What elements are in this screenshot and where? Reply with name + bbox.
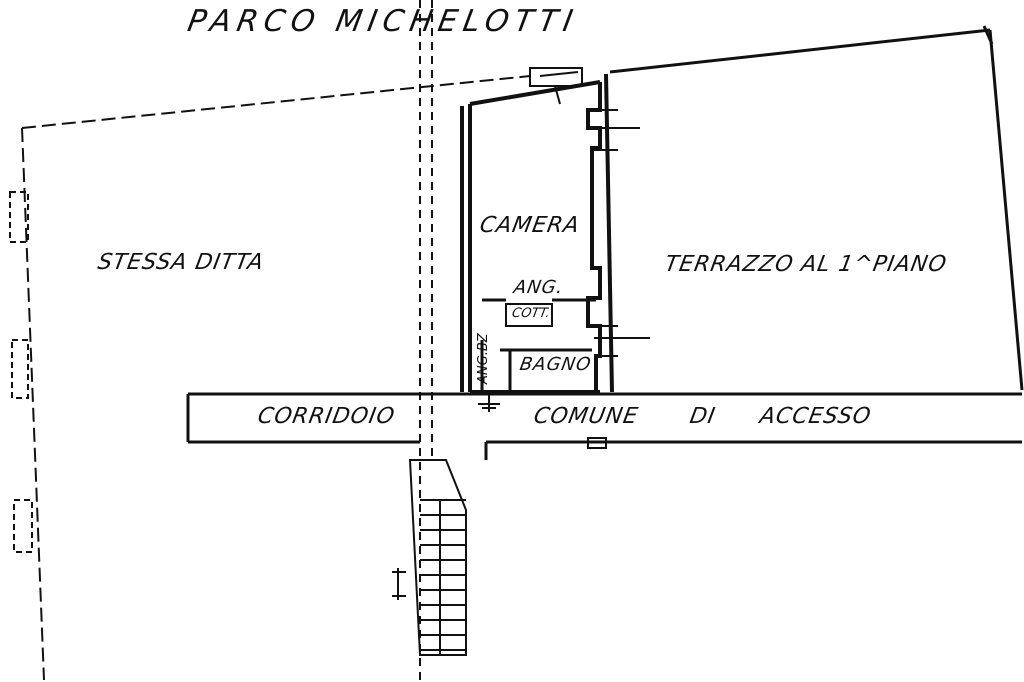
- center-axis-line: [419, 0, 433, 682]
- label-ang-vertical: ANG.BZ: [476, 333, 491, 384]
- corridor-outline: [186, 392, 1022, 460]
- label-terrazzo: TERRAZZO AL 1^PIANO: [662, 252, 949, 277]
- label-cott: COTT.: [510, 306, 552, 321]
- label-di: DI: [687, 404, 718, 429]
- staircase: [392, 459, 467, 656]
- left-edge-marks: [9, 191, 33, 553]
- property-boundary: [21, 75, 531, 681]
- north-boundary-line: [609, 25, 1024, 391]
- door-symbol: [478, 392, 500, 412]
- window-marks: [529, 67, 650, 357]
- label-camera: CAMERA: [477, 213, 582, 238]
- label-bagno: BAGNO: [518, 354, 594, 375]
- plan-title: PARCO MICHELOTTI: [184, 4, 582, 39]
- internal-partitions: [480, 298, 596, 392]
- label-ang: ANG.: [512, 277, 566, 298]
- label-stessa-ditta: STESSA DITTA: [95, 250, 267, 275]
- label-comune: COMUNE: [531, 404, 641, 429]
- label-corridoio: CORRIDOIO: [255, 404, 398, 429]
- label-accesso: ACCESSO: [757, 404, 874, 429]
